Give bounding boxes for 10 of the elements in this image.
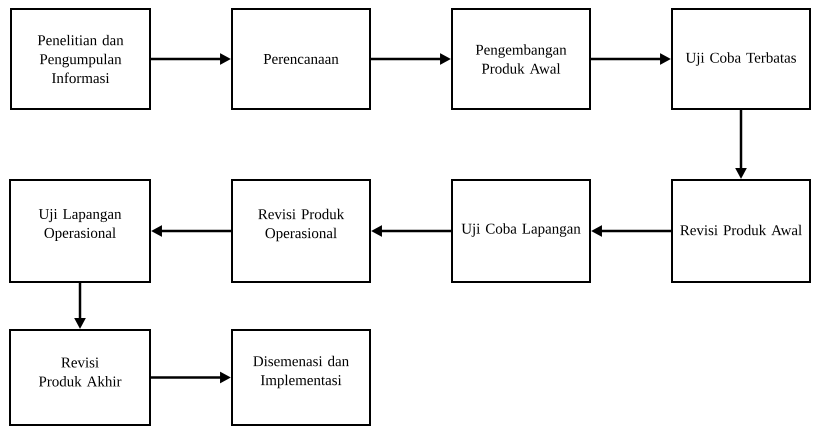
process-box: Revisi Produk Awal xyxy=(671,179,811,283)
process-box: Uji Coba Lapangan xyxy=(451,179,591,283)
process-box: Pengembangan Produk Awal xyxy=(451,8,591,110)
process-box: Uji Coba Terbatas xyxy=(671,8,811,110)
process-box: Uji Lapangan Operasional xyxy=(9,179,151,283)
process-box: Revisi Produk Operasional xyxy=(231,179,371,283)
process-box: Disemenasi dan Implementasi xyxy=(231,329,371,426)
process-box: Revisi Produk Akhir xyxy=(9,329,151,426)
process-box: Perencanaan xyxy=(231,8,371,110)
process-box: Penelitian dan Pengumpulan Informasi xyxy=(10,8,151,110)
